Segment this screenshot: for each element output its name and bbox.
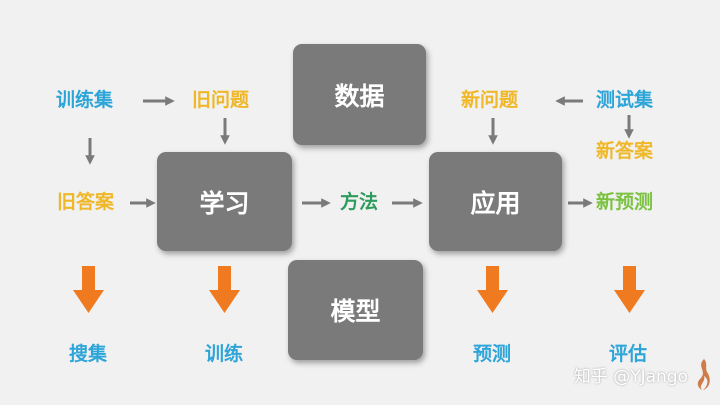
model-box: 模型: [288, 260, 423, 360]
label-method: 方法: [340, 191, 379, 213]
label-old-answer: 旧答案: [57, 191, 115, 213]
label-predict: 预测: [473, 343, 512, 365]
flame-logo-icon: [697, 359, 710, 390]
label-evaluate: 评估: [609, 343, 648, 365]
apply-box-label: 应用: [470, 188, 521, 218]
label-new-prediction: 新预测: [596, 191, 654, 213]
model-box-label: 模型: [330, 297, 381, 326]
data-box: 数据: [293, 44, 426, 145]
orange-arrow-train: [209, 266, 240, 313]
apply-box: 应用: [429, 152, 562, 251]
learn-box-label: 学习: [199, 188, 250, 218]
orange-arrow-collect: [73, 266, 104, 313]
watermark: 知乎 @YJango: [574, 357, 712, 391]
data-box-label: 数据: [334, 81, 385, 111]
label-new-question: 新问题: [461, 89, 519, 111]
orange-arrow-predict: [477, 266, 508, 313]
label-train: 训练: [205, 343, 244, 365]
label-collect: 搜集: [69, 343, 108, 365]
orange-arrow-evaluate: [614, 266, 645, 313]
label-train-set: 训练集: [56, 89, 114, 111]
learn-box: 学习: [157, 152, 292, 251]
label-test-set: 测试集: [596, 89, 654, 111]
watermark-text: 知乎 @YJango: [573, 366, 688, 387]
label-old-question: 旧问题: [192, 89, 250, 111]
label-new-answer: 新答案: [596, 140, 654, 162]
